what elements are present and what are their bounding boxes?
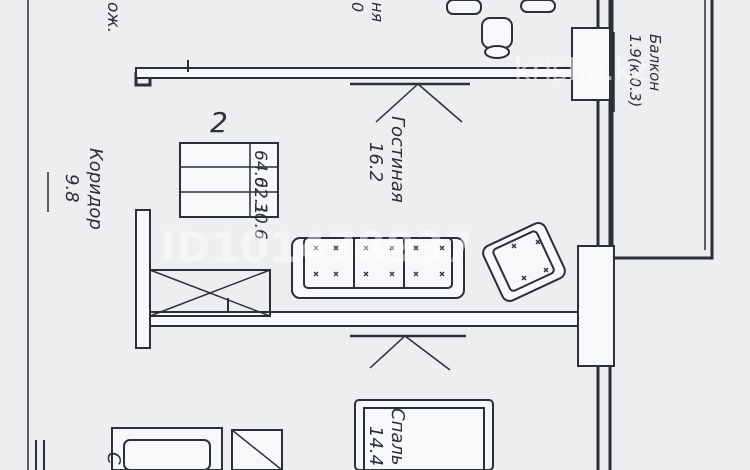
total-area-value: 64.0 [250,150,270,188]
armchair-seat [492,230,555,292]
wardrobe-cross-b [149,269,271,317]
door-bottom-swing-b [404,335,451,371]
washing-machine-cross [231,429,283,470]
area-table [179,142,279,218]
corridor-wall [135,209,151,349]
area-table-frame [179,142,279,218]
room-area-balcony: 1.9(к.0.3) [626,34,644,107]
watermark-listing-id: ID101478937 [160,223,474,272]
door-top-swing-a [375,83,419,123]
room-name-bedroom: Спаль [387,408,408,465]
chair [520,0,556,13]
window-living [577,245,615,367]
room-name-corridor: Коридор [85,148,106,230]
watermark-brand: krisha.kz [514,53,648,88]
doors [350,82,470,371]
room-name-partial: ож. [103,2,123,33]
kitchen-area-value: 30.6 [250,202,270,240]
balcony-wall [610,0,714,260]
living-area-value: 62.1 [250,177,270,215]
chair [481,17,513,49]
door-top-swing-b [417,83,463,123]
room-name-living: Гостиная [387,116,408,203]
room-area-bedroom: 14.4 [365,426,386,466]
bed-mattress [363,407,485,470]
room-count-label: 2 [210,106,228,139]
room-area-corridor: 9.8 [61,174,82,203]
room-name-kitchen: ня [368,2,387,22]
window-kitchen [571,27,611,101]
sofa-marks [313,239,549,281]
room-name-balcony: Балкон [646,34,664,91]
chair-leg [484,45,510,59]
sofa [291,237,465,299]
walls [27,0,714,470]
door-bottom-swing-a [369,335,406,369]
chair [446,0,482,15]
bathtub [123,439,211,470]
bath-label-partial: С [103,452,124,465]
partition-bottom [149,311,581,327]
wardrobe [149,269,271,317]
room-area-kitchen: 0 [348,2,367,12]
room-area-living: 16.2 [365,142,386,182]
armchair [482,222,566,302]
furniture [111,0,566,470]
